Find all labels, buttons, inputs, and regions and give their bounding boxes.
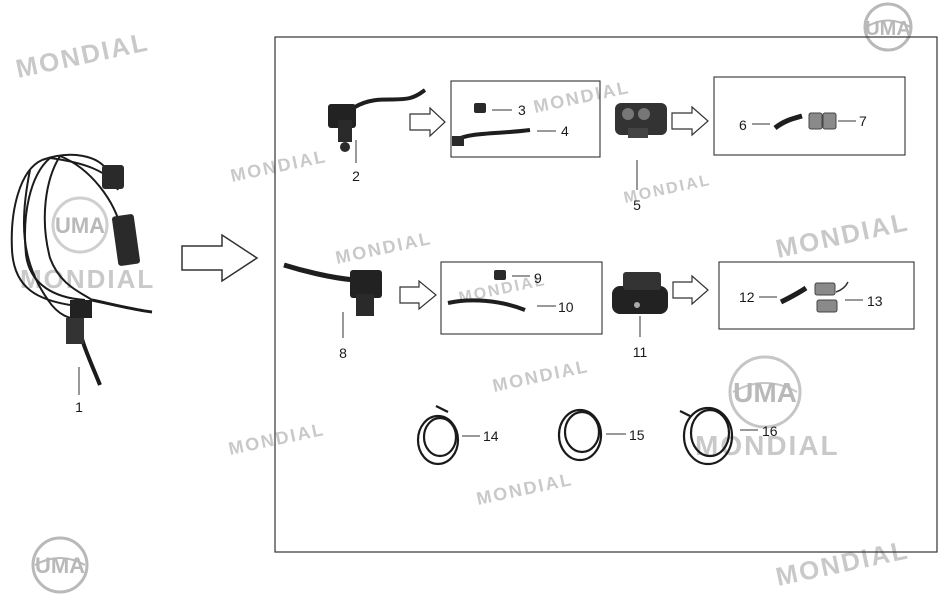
part-number-label: 9 (534, 270, 542, 286)
subparts-box-pads-row2 (718, 261, 915, 330)
part-11-brake-caliper (612, 272, 668, 314)
part-number-label: 16 (762, 423, 778, 439)
svg-text:UMA: UMA (55, 213, 105, 238)
part-number-label: 8 (339, 345, 347, 361)
svg-text:UMA: UMA (733, 377, 797, 408)
watermark-text: MONDIAL (695, 430, 840, 461)
small-arrow-right (409, 106, 446, 138)
part-number-label: 7 (859, 113, 867, 129)
watermark-text: MONDIAL (13, 26, 152, 83)
part-number-labels: 1 2 3 4 5 6 7 8 9 10 11 12 13 14 15 16 (75, 102, 883, 444)
part-5-brake-caliper (615, 103, 667, 138)
part-8-master-cylinder-left (283, 262, 382, 316)
part-12-pad-spring (779, 285, 808, 305)
part-number-label: 5 (633, 197, 641, 213)
small-arrow-right (672, 274, 709, 306)
part-number-label: 6 (739, 117, 747, 133)
part-9-lever-pivot (494, 270, 506, 280)
part-number-label: 11 (633, 344, 648, 360)
parts-frame (274, 36, 938, 553)
part-number-label: 4 (561, 123, 569, 139)
watermark-text: MONDIAL (227, 419, 327, 459)
uma-logo: UMA (863, 2, 913, 52)
big-arrow-right (181, 233, 259, 283)
watermark-text: MONDIAL (229, 146, 329, 186)
svg-text:UMA: UMA (35, 553, 85, 578)
part-13-brake-pads (814, 281, 849, 313)
subparts-box-pads-row1 (713, 76, 906, 156)
part-7-brake-pads (808, 112, 837, 130)
part-6-pad-spring (773, 113, 803, 130)
part-number-label: 3 (518, 102, 526, 118)
part-15-brake-cable (557, 408, 603, 462)
watermark-text: MONDIAL (334, 228, 434, 268)
part-2-master-cylinder-right (328, 88, 427, 152)
part-number-label: 1 (75, 399, 83, 415)
part-number-label: 14 (483, 428, 499, 444)
part-number-label: 12 (739, 289, 755, 305)
watermark-text: MONDIAL (491, 356, 591, 396)
watermark-text: MONDIAL (773, 534, 912, 591)
uma-logo: UMA (728, 355, 802, 429)
small-arrow-right (399, 279, 437, 311)
uma-logo: UMA (51, 196, 109, 254)
part-10-brake-lever (447, 298, 526, 312)
part-16-brake-cable (679, 406, 734, 466)
svg-text:UMA: UMA (865, 18, 911, 40)
part-14-brake-cable (416, 405, 460, 466)
part-number-label: 2 (352, 168, 360, 184)
uma-logo: UMA (31, 536, 89, 594)
part-4-brake-lever (452, 128, 531, 146)
watermark-text: MONDIAL (475, 469, 575, 509)
subparts-box-lever-row1 (450, 80, 601, 158)
part-1-brake-assembly (10, 153, 153, 386)
watermark-text: MONDIAL (20, 264, 155, 294)
part-number-label: 15 (629, 427, 645, 443)
part-number-label: 10 (558, 299, 574, 315)
subparts-box-lever-row2 (440, 261, 603, 335)
part-number-label: 13 (867, 293, 883, 309)
part-3-lever-pivot (474, 103, 486, 113)
small-arrow-right (671, 105, 709, 137)
watermark-text: MONDIAL (773, 206, 912, 263)
watermarks: MONDIAL MONDIAL MONDIAL MONDIAL MONDIAL … (13, 26, 912, 591)
